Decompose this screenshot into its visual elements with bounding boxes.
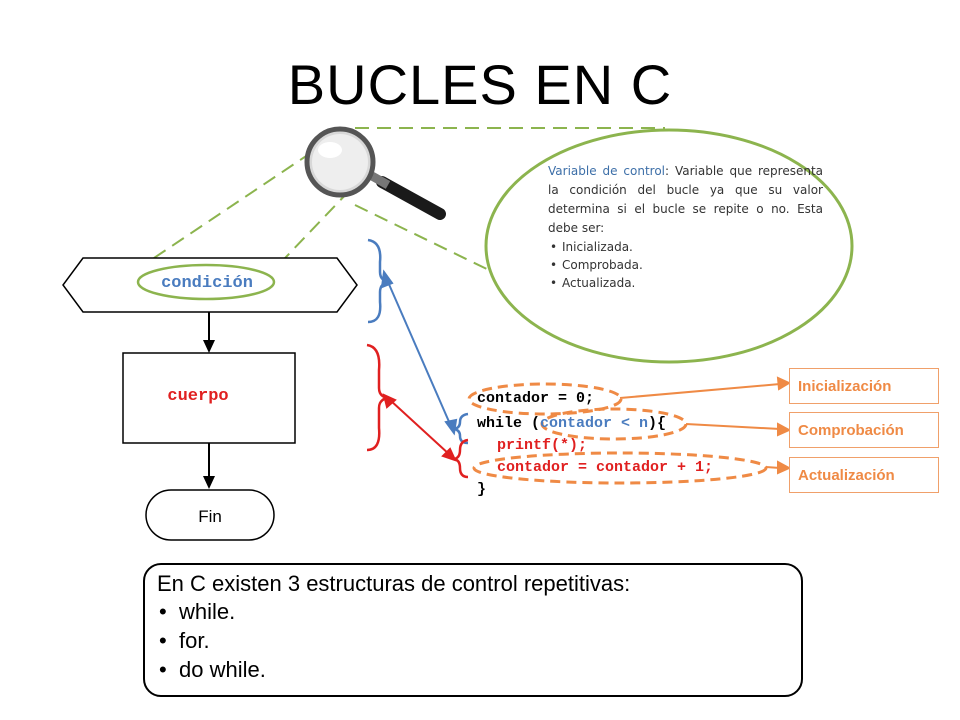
code-while-keyword: while ( bbox=[477, 415, 541, 432]
magnifying-glass-icon bbox=[304, 126, 446, 220]
code-brace-red bbox=[453, 438, 469, 479]
code-line-1: contador = 0; bbox=[477, 390, 595, 407]
red-link-arrow bbox=[382, 393, 457, 462]
condition-label: condición bbox=[161, 274, 253, 293]
end-terminator bbox=[145, 489, 275, 541]
highlight-init bbox=[467, 382, 623, 416]
summary-item: do while. bbox=[159, 655, 789, 684]
end-label: Fin bbox=[198, 507, 222, 526]
label-check: Comprobación bbox=[789, 412, 939, 448]
code-line-5: } bbox=[477, 481, 487, 498]
code-line-3: printf(*); bbox=[497, 437, 588, 454]
callout-definition: : Variable que representa la condición d… bbox=[548, 164, 824, 235]
code-condition: contador < n bbox=[540, 415, 649, 432]
callout-text: Variable de control: Variable que repres… bbox=[548, 162, 823, 292]
label-update: Actualización bbox=[789, 457, 939, 493]
code-line-2: while (contador < n){ bbox=[477, 415, 666, 432]
condition-hexagon bbox=[62, 257, 358, 313]
code-brace-blue bbox=[453, 412, 469, 445]
callout-bullet: Inicializada. bbox=[550, 238, 823, 256]
callout-bullet: Comprobada. bbox=[550, 256, 823, 274]
condition-highlight bbox=[136, 263, 276, 301]
summary-list: while. for. do while. bbox=[157, 597, 789, 684]
arrow-to-init bbox=[619, 383, 781, 399]
callout-term: Variable de control bbox=[548, 164, 666, 178]
summary-intro: En C existen 3 estructuras de control re… bbox=[157, 571, 631, 596]
blue-link-arrow bbox=[380, 269, 458, 436]
code-line-4: contador = contador + 1; bbox=[497, 459, 714, 476]
code-brace-open: ){ bbox=[648, 415, 667, 432]
body-label: cuerpo bbox=[167, 387, 228, 406]
summary-item: while. bbox=[159, 597, 789, 626]
page-title: BUCLES EN C bbox=[287, 53, 673, 116]
callout-bullets: Inicializada. Comprobada. Actualizada. bbox=[548, 238, 823, 292]
label-initialization: Inicialización bbox=[789, 368, 939, 404]
arrow-to-check bbox=[685, 423, 781, 430]
summary-item: for. bbox=[159, 626, 789, 655]
callout-bullet: Actualizada. bbox=[550, 274, 823, 292]
summary-box: En C existen 3 estructuras de control re… bbox=[143, 563, 803, 697]
body-rectangle bbox=[122, 352, 296, 444]
